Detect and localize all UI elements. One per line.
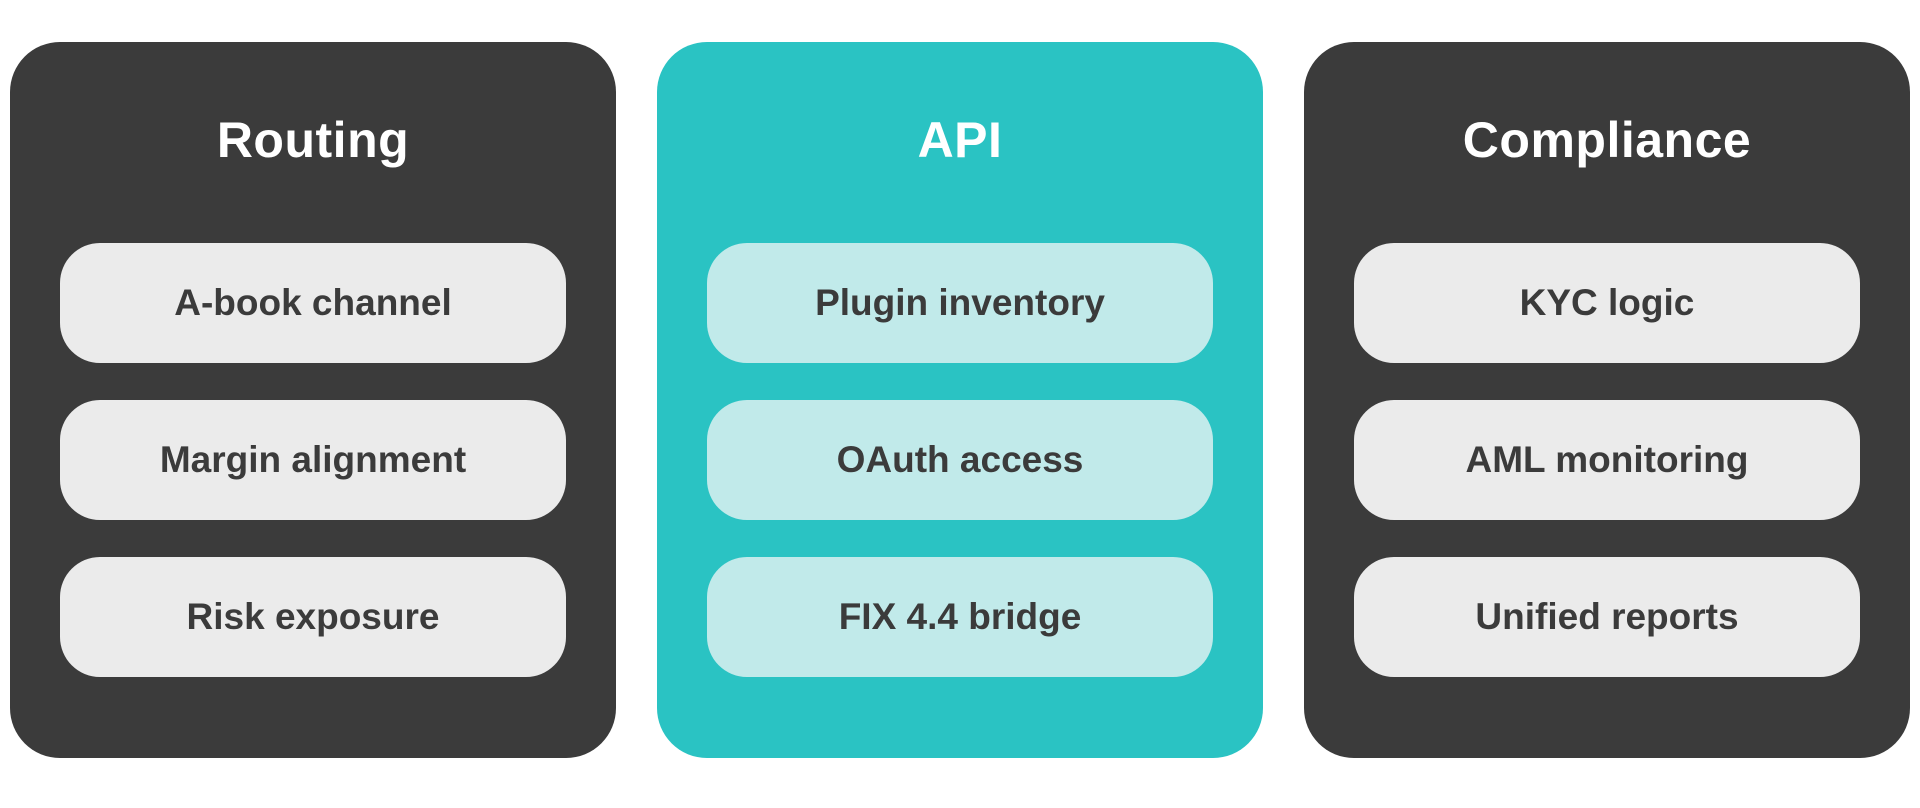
card-title: Compliance — [1462, 112, 1752, 168]
feature-pill: Margin alignment — [60, 400, 566, 520]
card-compliance: Compliance KYC logic AML monitoring Unif… — [1304, 42, 1910, 758]
feature-pill: A-book channel — [60, 243, 566, 363]
card-api: API Plugin inventory OAuth access FIX 4.… — [657, 42, 1263, 758]
feature-pill: KYC logic — [1354, 243, 1860, 363]
feature-pill: Plugin inventory — [707, 243, 1213, 363]
feature-pill: FIX 4.4 bridge — [707, 557, 1213, 677]
card-title: API — [917, 112, 1003, 168]
cards-row: Routing A-book channel Margin alignment … — [10, 42, 1910, 758]
feature-pill: AML monitoring — [1354, 400, 1860, 520]
feature-pill: Unified reports — [1354, 557, 1860, 677]
card-routing: Routing A-book channel Margin alignment … — [10, 42, 616, 758]
feature-pill: OAuth access — [707, 400, 1213, 520]
feature-pill: Risk exposure — [60, 557, 566, 677]
pill-list: A-book channel Margin alignment Risk exp… — [60, 243, 566, 677]
pill-list: KYC logic AML monitoring Unified reports — [1354, 243, 1860, 677]
pill-list: Plugin inventory OAuth access FIX 4.4 br… — [707, 243, 1213, 677]
card-title: Routing — [216, 112, 410, 168]
